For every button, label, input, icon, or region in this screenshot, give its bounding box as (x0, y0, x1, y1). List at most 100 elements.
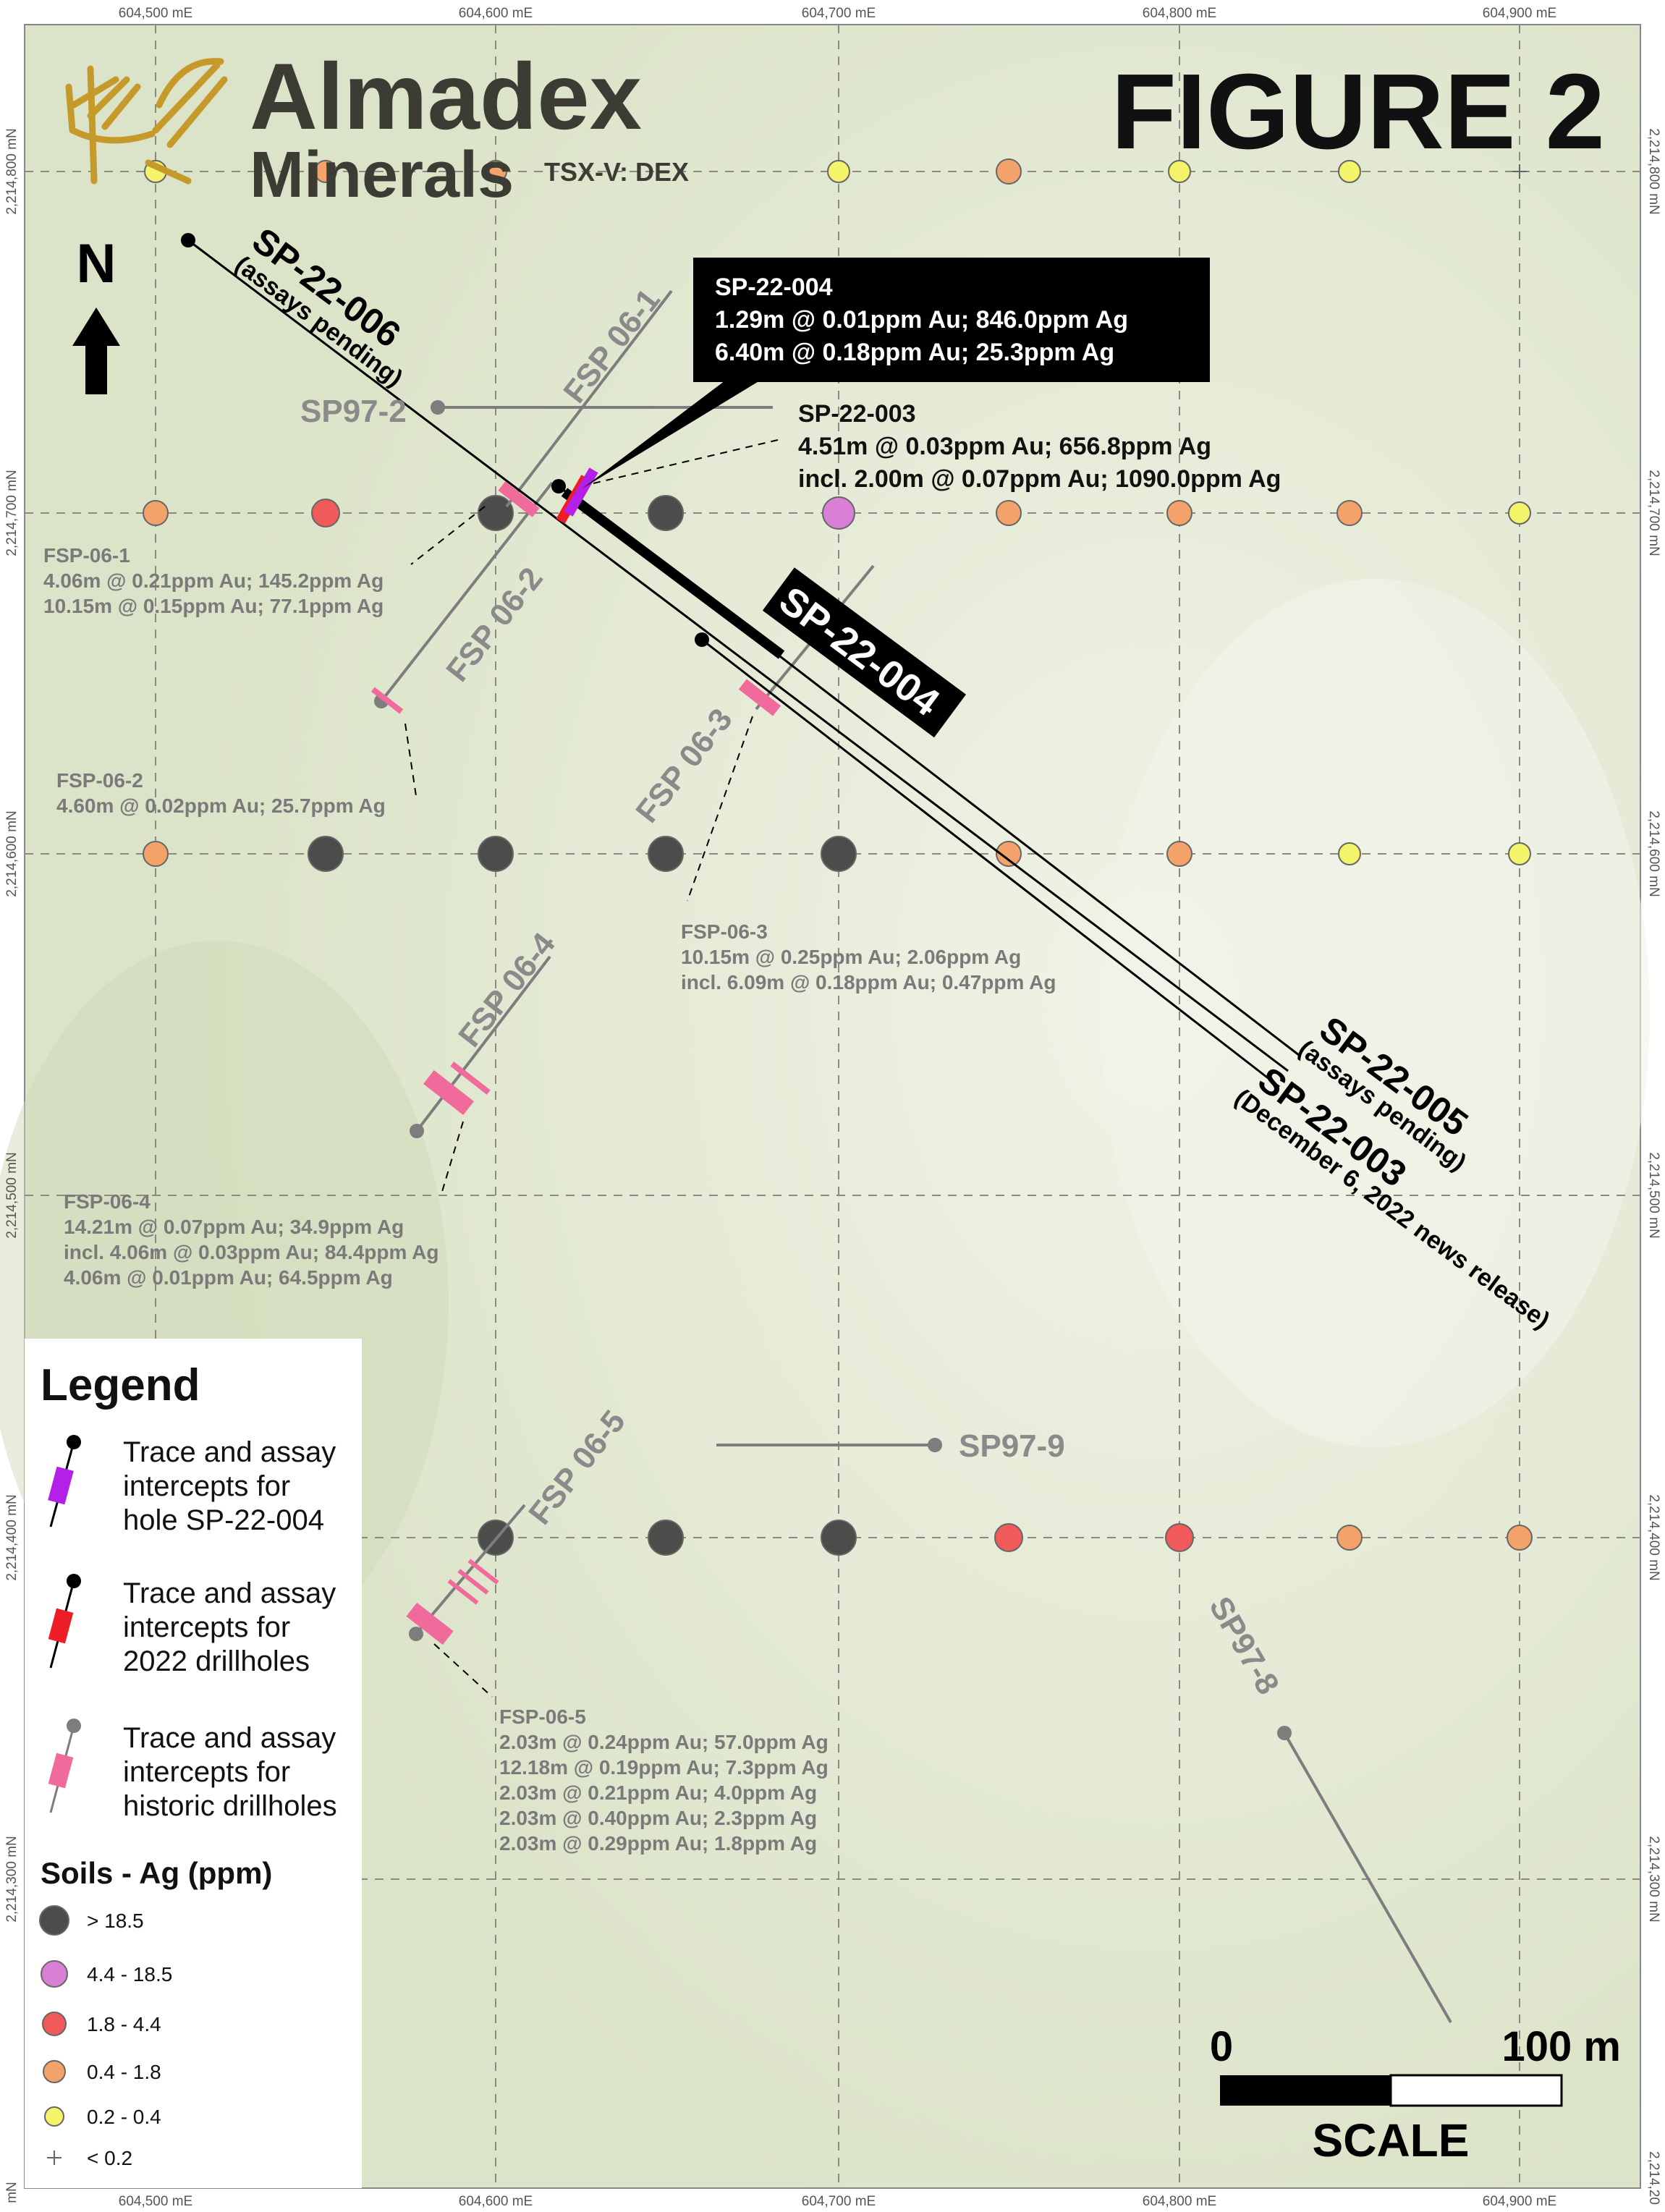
northing-label: 2,214,700 mN (4, 470, 20, 556)
svg-text:2022 drillholes: 2022 drillholes (123, 1645, 310, 1677)
svg-text:4.51m @ 0.03ppm Au; 656.8ppm A: 4.51m @ 0.03ppm Au; 656.8ppm Ag (798, 433, 1211, 460)
northing-label-fragment: 2,214,20 (1646, 2151, 1661, 2205)
soils-title: Soils - Ag (ppm) (41, 1856, 272, 1890)
svg-text:SCALE: SCALE (1313, 2114, 1470, 2166)
hole-label-sp97-9: SP97-9 (959, 1428, 1065, 1464)
northing-label: 2,214,500 mN (1646, 1152, 1661, 1238)
easting-label: 604,600 mE (459, 2194, 533, 2209)
soil-sample (484, 160, 507, 183)
intercepts-fsp06-3: FSP-06-3 10.15m @ 0.25ppm Au; 2.06ppm Ag… (681, 920, 1056, 993)
svg-text:4.60m @ 0.02ppm Au; 25.7ppm Ag: 4.60m @ 0.02ppm Au; 25.7ppm Ag (56, 794, 386, 817)
svg-text:hole SP-22-004: hole SP-22-004 (123, 1504, 324, 1536)
svg-text:10.15m @ 0.25ppm Au; 2.06ppm A: 10.15m @ 0.25ppm Au; 2.06ppm Ag (681, 946, 1021, 968)
svg-text:Trace and assay: Trace and assay (123, 1577, 336, 1609)
soil-sample (1508, 501, 1531, 525)
northing-label: 2,214,300 mN (1646, 1836, 1661, 1922)
logo-name: Almadex (250, 43, 642, 149)
svg-text:2.03m @ 0.24ppm Au; 57.0ppm Ag: 2.03m @ 0.24ppm Au; 57.0ppm Ag (499, 1731, 829, 1753)
easting-label: 604,700 mE (802, 2194, 876, 2209)
hole-label-sp97-2: SP97-2 (300, 394, 407, 429)
soil-sample (648, 836, 684, 872)
svg-text:Trace and assay: Trace and assay (123, 1722, 336, 1754)
northing-label: 2,214,600 mN (1646, 810, 1661, 897)
intercepts-fsp06-2: FSP-06-2 4.60m @ 0.02ppm Au; 25.7ppm Ag (56, 769, 386, 817)
easting-label: 604,800 mE (1143, 2194, 1216, 2209)
drillholes-2022 (187, 239, 1300, 1088)
svg-text:FSP-06-2: FSP-06-2 (56, 769, 143, 792)
svg-text:incl. 6.09m @ 0.18ppm Au; 0.47: incl. 6.09m @ 0.18ppm Au; 0.47ppm Ag (681, 971, 1056, 993)
svg-text:FSP-06-3: FSP-06-3 (681, 920, 768, 943)
callout-sp-22-004: SP-22-004 1.29m @ 0.01ppm Au; 846.0ppm A… (693, 258, 1210, 382)
easting-label: 604,900 mE (1483, 6, 1556, 21)
soil-sample (648, 1520, 684, 1556)
northing-label: 2,214,800 mN (1646, 128, 1661, 214)
soil-sample (996, 158, 1022, 185)
svg-text:12.18m @ 0.19ppm Au; 7.3ppm Ag: 12.18m @ 0.19ppm Au; 7.3ppm Ag (499, 1756, 829, 1779)
figure-title: FIGURE 2 (1111, 52, 1605, 171)
northing-label: 2,214,700 mN (1646, 470, 1661, 556)
soil-class-swatches (39, 1905, 69, 2165)
soil-sample (996, 841, 1022, 867)
soil-sample (314, 160, 337, 183)
northing-label-fragment: mN (4, 2182, 20, 2203)
northing-label: 2,214,400 mN (4, 1494, 20, 1580)
collars-2022 (181, 233, 709, 647)
soil-sample (308, 836, 344, 872)
legend-panel (25, 1339, 362, 2188)
intercepts-2022 (556, 467, 598, 524)
soil-samples (143, 158, 1533, 1556)
northing-label: 2,214,800 mN (4, 128, 20, 214)
intercepts-fsp06-5: FSP-06-5 2.03m @ 0.24ppm Au; 57.0ppm Ag … (499, 1705, 829, 1855)
svg-text:intercepts for: intercepts for (123, 1756, 290, 1788)
svg-text:Trace and assay: Trace and assay (123, 1436, 336, 1468)
easting-label: 604,700 mE (802, 6, 876, 21)
soil-sample (1336, 1525, 1363, 1551)
svg-text:FSP-06-4: FSP-06-4 (64, 1190, 151, 1213)
svg-text:1.8 - 4.4: 1.8 - 4.4 (87, 2013, 161, 2035)
soil-sample (648, 495, 684, 531)
svg-text:SP-22-004: SP-22-004 (715, 274, 833, 301)
soil-sample (821, 836, 857, 872)
logo-subname: Minerals (250, 139, 514, 211)
easting-label: 604,600 mE (459, 6, 533, 21)
svg-text:intercepts for: intercepts for (123, 1611, 290, 1643)
svg-text:FSP-06-1: FSP-06-1 (43, 544, 130, 567)
easting-label: 604,800 mE (1143, 6, 1216, 21)
svg-text:6.40m @ 0.18ppm Au; 25.3ppm Ag: 6.40m @ 0.18ppm Au; 25.3ppm Ag (715, 339, 1114, 366)
northing-label: 2,214,400 mN (1646, 1494, 1661, 1580)
svg-text:100 m: 100 m (1502, 2023, 1621, 2070)
intercepts-fsp06-4: FSP-06-4 14.21m @ 0.07ppm Au; 34.9ppm Ag… (64, 1190, 439, 1289)
soil-sample (143, 841, 169, 867)
svg-text:1.29m @ 0.01ppm Au; 846.0ppm A: 1.29m @ 0.01ppm Au; 846.0ppm Ag (715, 306, 1128, 334)
logo-ticker: TSX-V: DEX (544, 157, 689, 187)
legend-symbol-historic (48, 1719, 81, 1813)
svg-text:10.15m @ 0.15ppm Au; 77.1ppm A: 10.15m @ 0.15ppm Au; 77.1ppm Ag (43, 595, 384, 617)
svg-text:SP-22-003: SP-22-003 (798, 400, 916, 428)
legend-symbol-2022 (48, 1574, 81, 1669)
soil-sample (143, 500, 169, 526)
soil-sample (1165, 1523, 1194, 1552)
soil-sample (1168, 160, 1191, 183)
terrain-light (1100, 579, 1650, 1447)
northing-label: 2,214,500 mN (4, 1152, 20, 1238)
soil-sample (1508, 842, 1531, 865)
soil-sample (1336, 500, 1363, 526)
svg-text:4.06m @ 0.21ppm Au; 145.2ppm A: 4.06m @ 0.21ppm Au; 145.2ppm Ag (43, 569, 384, 592)
soil-sample (311, 499, 340, 527)
svg-text:2.03m @ 0.40ppm Au; 2.3ppm Ag: 2.03m @ 0.40ppm Au; 2.3ppm Ag (499, 1807, 817, 1829)
soil-sample (1338, 842, 1361, 865)
soil-sample-low (1512, 164, 1527, 179)
svg-text:2.03m @ 0.21ppm Au; 4.0ppm Ag: 2.03m @ 0.21ppm Au; 4.0ppm Ag (499, 1781, 817, 1804)
soil-sample (1166, 841, 1192, 867)
north-arrow-icon: N (72, 233, 120, 394)
svg-text:4.06m @ 0.01ppm Au; 64.5ppm Ag: 4.06m @ 0.01ppm Au; 64.5ppm Ag (64, 1266, 393, 1289)
callout-pointer (582, 376, 767, 488)
svg-text:0: 0 (1210, 2023, 1233, 2070)
soil-sample (822, 496, 855, 530)
svg-text:4.4 - 18.5: 4.4 - 18.5 (87, 1963, 172, 1986)
soil-sample (996, 500, 1022, 526)
soil-sample (478, 495, 514, 531)
soil-sample (1507, 1525, 1533, 1551)
northing-label: 2,214,600 mN (4, 810, 20, 897)
